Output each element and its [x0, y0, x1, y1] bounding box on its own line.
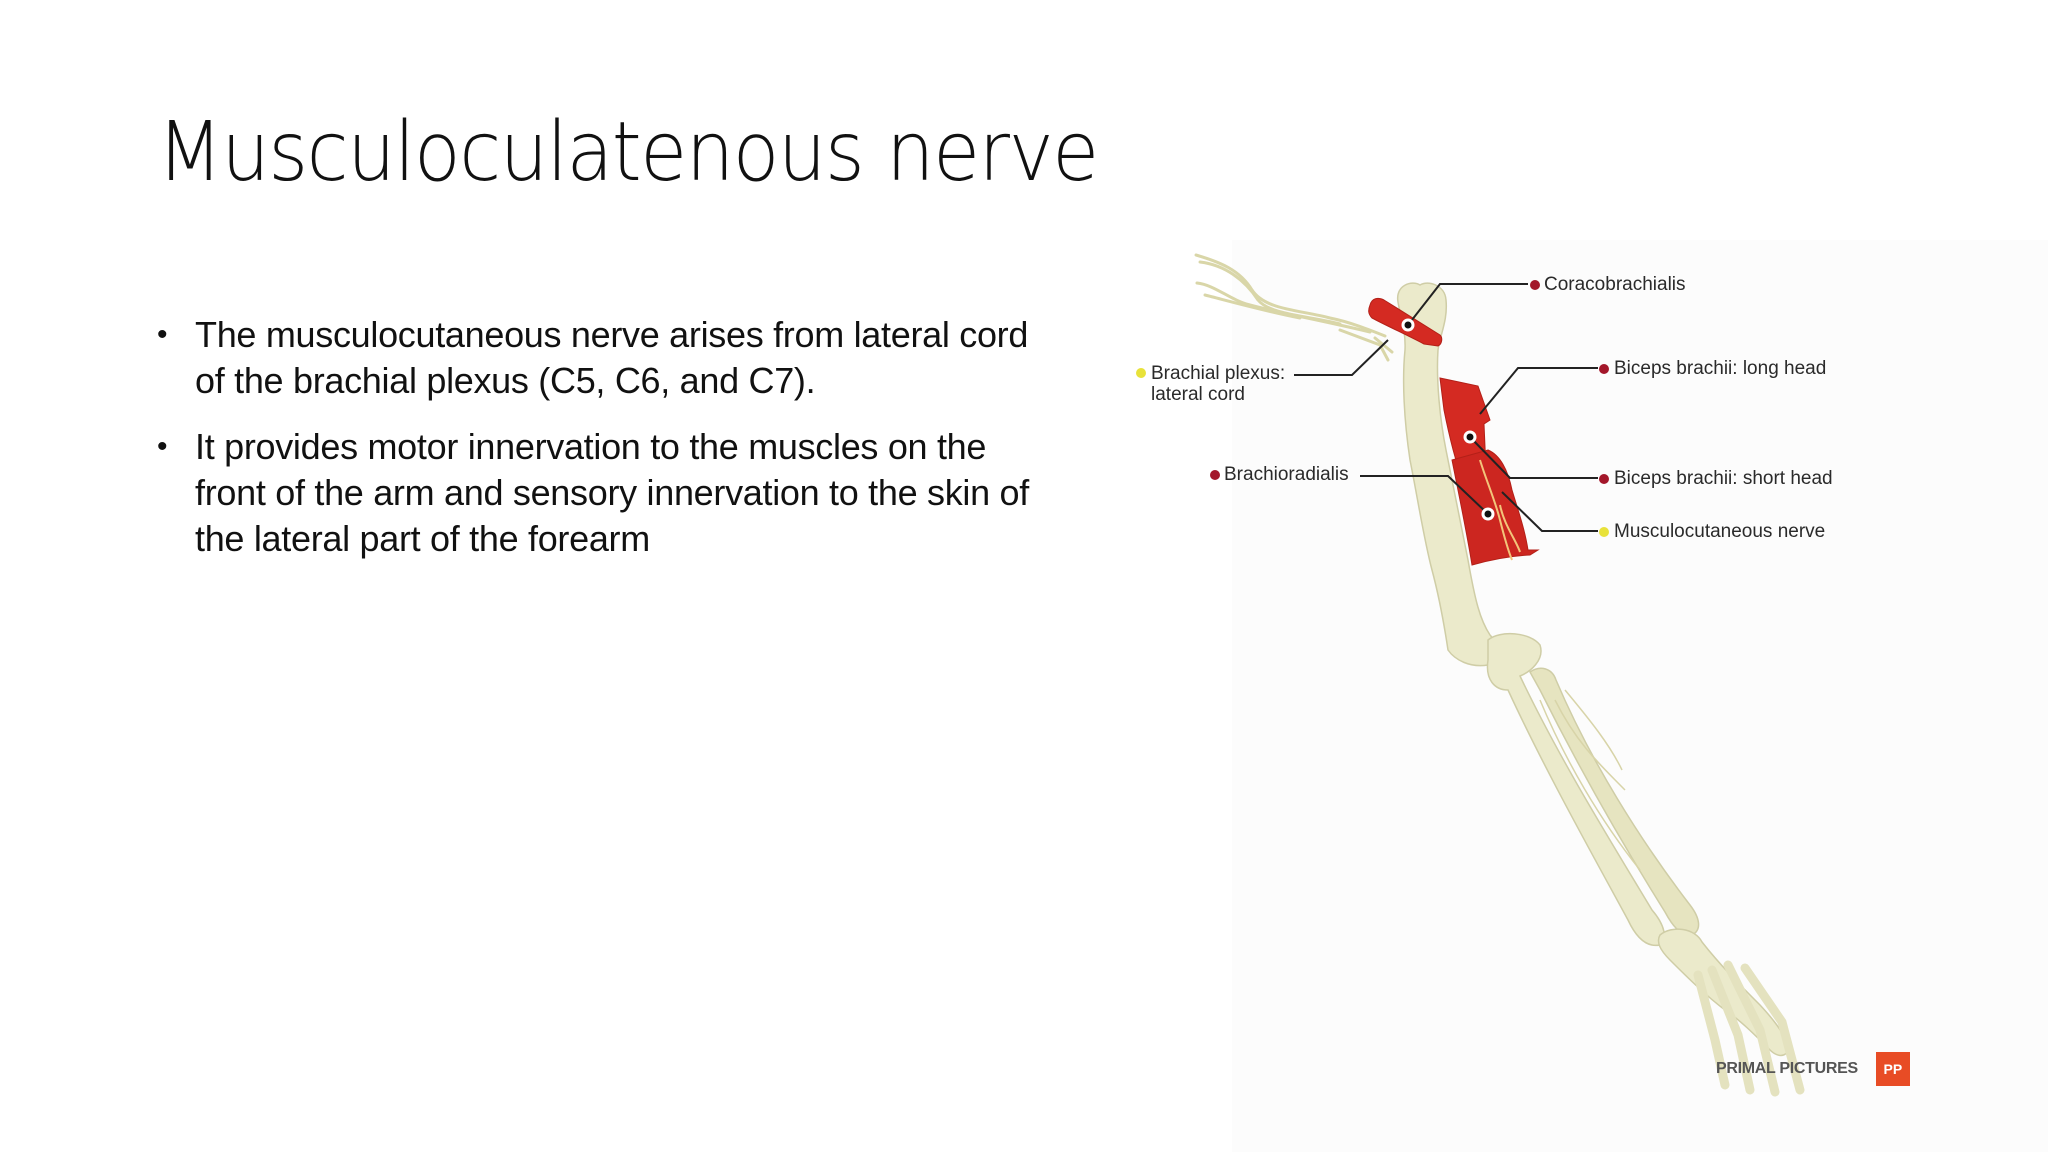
nerve-marker-icon [1136, 368, 1146, 378]
primal-pictures-watermark: PRIMAL PICTURES PP [1716, 1052, 1910, 1086]
label-brachial-plexus-line2: lateral cord [1151, 384, 1245, 405]
watermark-text: PRIMAL PICTURES [1716, 1060, 1858, 1077]
bullet-text: The musculocutaneous nerve arises from l… [195, 314, 1029, 401]
muscle-marker-icon [1210, 470, 1220, 480]
label-brachial-plexus: Brachial plexus: lateral cord [1151, 363, 1285, 405]
label-coracobrachialis: Coracobrachialis [1544, 274, 1686, 295]
bullet-item: • It provides motor innervation to the m… [157, 424, 1057, 562]
label-biceps-long-head: Biceps brachii: long head [1614, 358, 1827, 379]
primal-pictures-logo-icon: PP [1875, 1052, 1910, 1086]
label-biceps-short-head: Biceps brachii: short head [1614, 468, 1833, 489]
label-brachial-plexus-line1: Brachial plexus: [1151, 363, 1286, 384]
label-brachioradialis: Brachioradialis [1224, 464, 1349, 485]
figure-background [1232, 240, 2048, 1152]
muscle-marker-icon [1599, 474, 1609, 484]
muscle-marker-icon [1599, 364, 1609, 374]
bullet-item: • The musculocutaneous nerve arises from… [157, 312, 1057, 404]
bullet-list: • The musculocutaneous nerve arises from… [157, 312, 1057, 582]
nerve-marker-icon [1599, 527, 1609, 537]
bullet-marker: • [157, 318, 168, 351]
muscle-marker-icon [1530, 280, 1540, 290]
bullet-text: It provides motor innervation to the mus… [195, 426, 1029, 559]
slide-title: Musculoculatenous nerve [157, 105, 1099, 200]
bullet-marker: • [157, 430, 168, 463]
label-musculocutaneous-nerve: Musculocutaneous nerve [1614, 521, 1826, 542]
